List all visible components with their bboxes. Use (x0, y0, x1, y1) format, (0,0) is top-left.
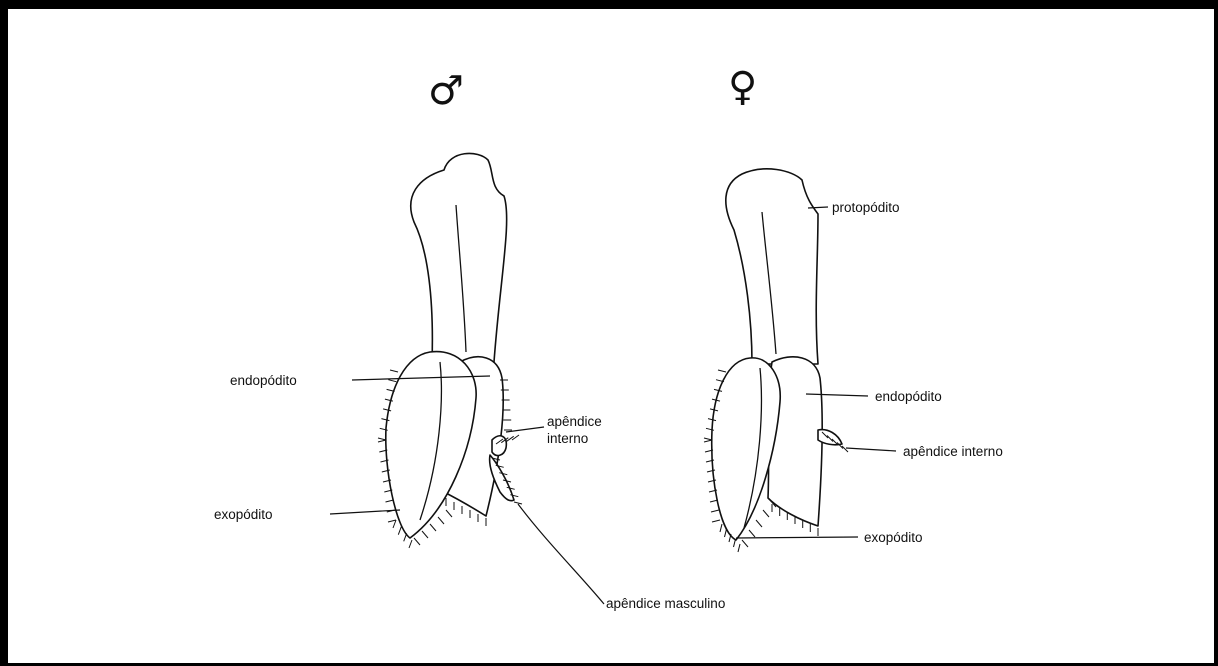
seta (704, 440, 712, 442)
male-exopodito-label: exopódito (214, 507, 273, 522)
seta (756, 520, 762, 527)
seta (393, 520, 396, 528)
seta (414, 538, 420, 545)
seta (742, 540, 748, 547)
male-appendix-masculina-shape (490, 455, 514, 501)
seta (712, 520, 720, 522)
seta (404, 533, 407, 541)
male-apendice-interno-label-line2: interno (547, 431, 588, 446)
seta (398, 527, 401, 535)
seta (738, 544, 740, 552)
seta (749, 530, 755, 537)
male-apendice-masculino-label: apêndice masculino (606, 596, 725, 611)
female-exopodite-shape (712, 358, 780, 540)
female-exopodito-label: exopódito (864, 530, 923, 545)
seta (512, 435, 519, 440)
male-appendix-interna-shape (492, 436, 506, 456)
seta (711, 510, 719, 512)
seta (390, 370, 398, 372)
seta (718, 370, 726, 372)
seta (388, 520, 396, 522)
seta (725, 529, 727, 537)
seta (438, 517, 444, 524)
female-symbol: ♀ (728, 64, 757, 110)
seta (378, 438, 386, 440)
male-apendice-masculino-leader (518, 504, 604, 604)
female-appendix-interna-shape (818, 430, 842, 445)
female-protopodito-label: protopódito (832, 200, 900, 215)
female-protopodite-shape (726, 169, 818, 364)
seta (388, 380, 396, 382)
male-protopodite-shape (411, 153, 507, 362)
seta (507, 436, 514, 441)
seta (422, 531, 428, 538)
seta (763, 510, 769, 517)
seta (386, 500, 394, 502)
female-pleopod (712, 169, 842, 540)
male-exopodito-leader (330, 510, 400, 514)
seta (430, 524, 436, 531)
seta (409, 540, 412, 548)
seta (446, 510, 452, 517)
male-apendice-interno-label-line1: apêndice (547, 414, 602, 429)
female-apendice-interno-leader (846, 448, 896, 451)
female-exopodito-leader (736, 537, 858, 538)
seta (734, 539, 736, 547)
seta (704, 438, 712, 440)
seta (842, 446, 848, 452)
male-symbol: ♂ (428, 68, 464, 114)
seta (514, 502, 522, 504)
seta (378, 440, 386, 442)
seta (720, 524, 722, 532)
female-endopodito-label: endopódito (875, 389, 942, 404)
male-pleopod (386, 153, 514, 538)
female-apendice-interno-label: apêndice interno (903, 444, 1003, 459)
male-endopodito-label: endopódito (230, 373, 297, 388)
